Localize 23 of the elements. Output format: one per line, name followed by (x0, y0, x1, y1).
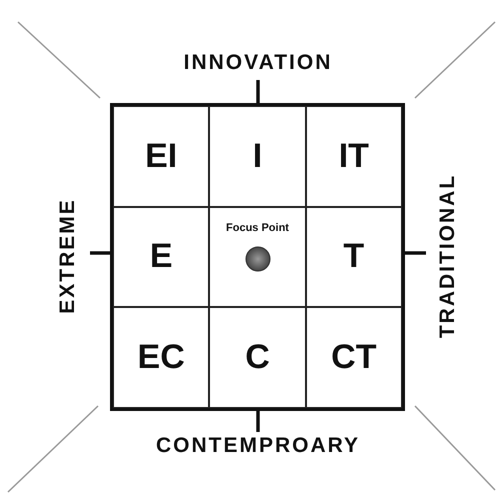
cell-code: E (150, 237, 172, 276)
grid-cell (209, 106, 306, 207)
grid-cell (306, 206, 402, 308)
axis-label: TRADITIONAL (436, 174, 460, 338)
cell-code: T (343, 237, 364, 276)
cell-code: EI (145, 136, 178, 176)
cell-code: C (245, 338, 270, 378)
axis-label: CONTEMPROARY (156, 434, 360, 458)
grid-cell (113, 206, 210, 308)
axis-label: EXTREME (56, 198, 80, 314)
cell-code: IT (338, 136, 369, 176)
grid-cell (209, 206, 306, 308)
grid-cell (209, 307, 306, 408)
cell-code: EC (138, 338, 185, 378)
grid-cell (306, 106, 402, 207)
focus-label: Focus Point (225, 222, 290, 234)
cell-code: I (252, 136, 262, 176)
grid-cell (113, 307, 210, 408)
grid-frame (110, 103, 405, 411)
cell-code: CT (331, 338, 376, 378)
axis-label: INNOVATION (184, 51, 332, 75)
grid-cell (306, 307, 402, 408)
grid-cell (113, 106, 210, 207)
